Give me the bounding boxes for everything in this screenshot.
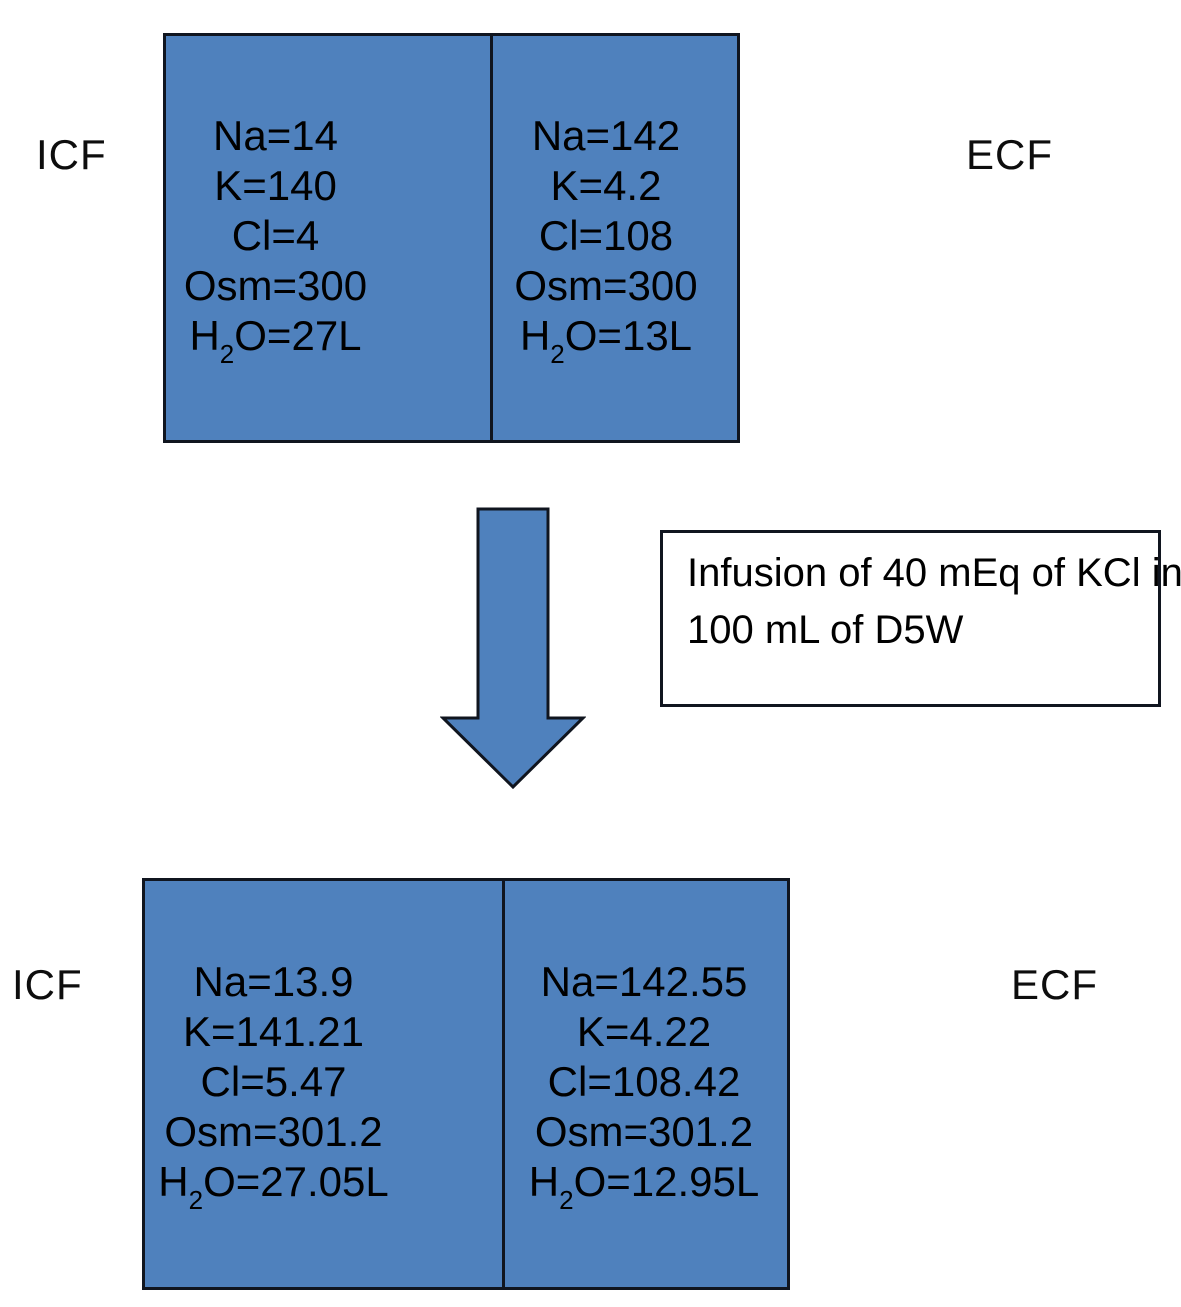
ecf-osm-value: Osm=300 xyxy=(514,261,698,309)
icf-cl-value: Cl=5.47 xyxy=(200,1057,347,1105)
icf-k-value: K=141.21 xyxy=(182,1007,364,1055)
after-infusion-box: Na=13.9 K=141.21 Cl=5.47 Osm=301.2 H2O=2… xyxy=(142,878,790,1290)
membrane-divider xyxy=(490,36,493,440)
before-infusion-box: Na=14 K=140 Cl=4 Osm=300 H2O=27L Na=142 … xyxy=(163,33,740,443)
ecf-osm-value: Osm=301.2 xyxy=(534,1107,754,1155)
h2o-subscript: 2 xyxy=(188,1184,204,1215)
h2o-rest: O=13L xyxy=(564,311,693,359)
after-ecf-compartment: Na=142.55 K=4.22 Cl=108.42 Osm=301.2 H2O… xyxy=(505,881,787,1287)
h2o-rest: O=27.05L xyxy=(203,1157,389,1205)
icf-k-value: K=140 xyxy=(214,161,337,209)
down-arrow-icon xyxy=(440,507,586,790)
after-icf-compartment: Na=13.9 K=141.21 Cl=5.47 Osm=301.2 H2O=2… xyxy=(145,881,502,1287)
h2o-subscript: 2 xyxy=(219,338,235,369)
bottom-ecf-label: ECF xyxy=(1011,961,1098,1008)
top-icf-label: ICF xyxy=(36,131,107,178)
ecf-h2o-value: H2O=13L xyxy=(519,311,693,369)
ecf-na-value: Na=142 xyxy=(531,111,681,159)
h2o-rest: O=12.95L xyxy=(573,1157,760,1205)
infusion-note-box: Infusion of 40 mEq of KCl in 100 mL of D… xyxy=(660,530,1181,707)
h2o-subscript: 2 xyxy=(550,338,565,369)
bottom-icf-label: ICF xyxy=(12,961,83,1008)
icf-na-value: Na=14 xyxy=(213,111,338,159)
icf-na-value: Na=13.9 xyxy=(193,957,354,1005)
icf-osm-value: Osm=300 xyxy=(183,261,368,309)
h2o-prefix: H xyxy=(189,311,220,359)
h2o-subscript: 2 xyxy=(559,1184,574,1215)
icf-h2o-value: H2O=27L xyxy=(189,311,362,369)
ecf-k-value: K=4.2 xyxy=(550,161,662,209)
infusion-note-line2: 100 mL of D5W xyxy=(687,608,964,652)
icf-cl-value: Cl=4 xyxy=(231,211,320,259)
h2o-prefix: H xyxy=(519,311,551,359)
h2o-prefix: H xyxy=(528,1157,560,1205)
membrane-divider xyxy=(502,881,505,1287)
ecf-h2o-value: H2O=12.95L xyxy=(528,1157,760,1215)
infusion-note-line1: Infusion of 40 mEq of KCl in xyxy=(687,551,1181,595)
top-ecf-label: ECF xyxy=(966,131,1053,178)
ecf-k-value: K=4.22 xyxy=(576,1007,712,1055)
before-icf-compartment: Na=14 K=140 Cl=4 Osm=300 H2O=27L xyxy=(166,36,490,440)
ecf-cl-value: Cl=108.42 xyxy=(547,1057,741,1105)
icf-h2o-value: H2O=27.05L xyxy=(158,1157,389,1215)
h2o-rest: O=27L xyxy=(234,311,362,359)
before-ecf-compartment: Na=142 K=4.2 Cl=108 Osm=300 H2O=13L xyxy=(493,36,737,440)
ecf-cl-value: Cl=108 xyxy=(538,211,674,259)
icf-osm-value: Osm=301.2 xyxy=(164,1107,383,1155)
ecf-na-value: Na=142.55 xyxy=(540,957,748,1005)
h2o-prefix: H xyxy=(158,1157,189,1205)
